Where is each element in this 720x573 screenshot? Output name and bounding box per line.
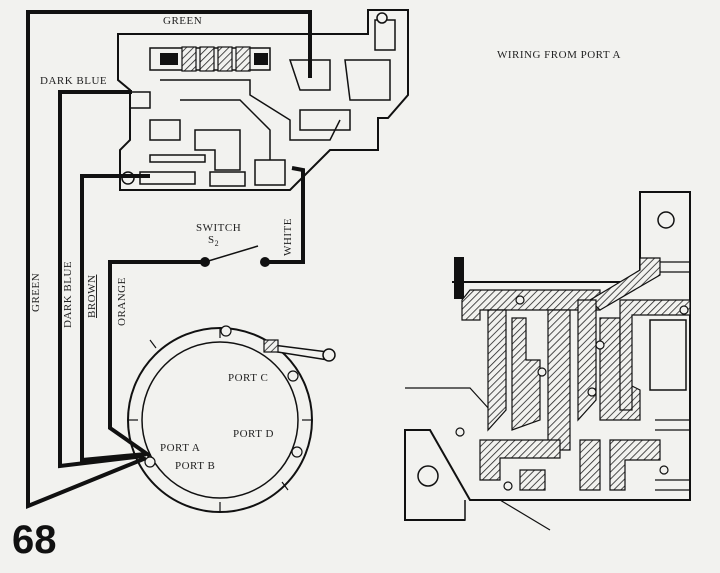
mount-hole-icon xyxy=(657,211,675,229)
resistor-bank xyxy=(160,46,268,72)
port-a-label: PORT A xyxy=(160,442,201,454)
screw-icon xyxy=(376,12,388,24)
switch-label: SWITCH xyxy=(196,222,242,234)
wire-white xyxy=(265,166,305,264)
wire-dark-blue xyxy=(58,90,145,469)
wire-label-dark-blue-side: DARK BLUE xyxy=(62,260,74,328)
switch-name-subscript: 2 xyxy=(214,239,220,249)
port-c-label: PORT C xyxy=(228,372,269,384)
page-number: 68 xyxy=(12,518,57,562)
port-a-board-traces xyxy=(455,257,691,491)
switch-s2 xyxy=(200,245,270,267)
wire-label-dark-blue-top: DARK BLUE xyxy=(40,75,108,87)
wire-harness xyxy=(26,10,312,509)
diagram-title: WIRING FROM PORT A xyxy=(497,49,621,61)
port-a-board xyxy=(404,191,691,531)
wire-label-white: WHITE xyxy=(282,218,294,256)
wire-green xyxy=(26,10,312,509)
wire-label-green-top: GREEN xyxy=(163,15,203,27)
switch-name-text: S xyxy=(208,234,215,246)
switch-name: S2 xyxy=(208,234,219,248)
port-d-label: PORT D xyxy=(233,428,274,440)
wire-label-brown: BROWN xyxy=(86,274,98,318)
port-b-label: PORT B xyxy=(175,460,216,472)
port-selector xyxy=(127,325,336,513)
wire-label-green-side: GREEN xyxy=(30,272,42,312)
circuit-board xyxy=(117,9,409,191)
wire-brown xyxy=(80,174,150,463)
mount-hole-icon xyxy=(417,465,439,487)
wire-label-orange: ORANGE xyxy=(116,277,128,326)
